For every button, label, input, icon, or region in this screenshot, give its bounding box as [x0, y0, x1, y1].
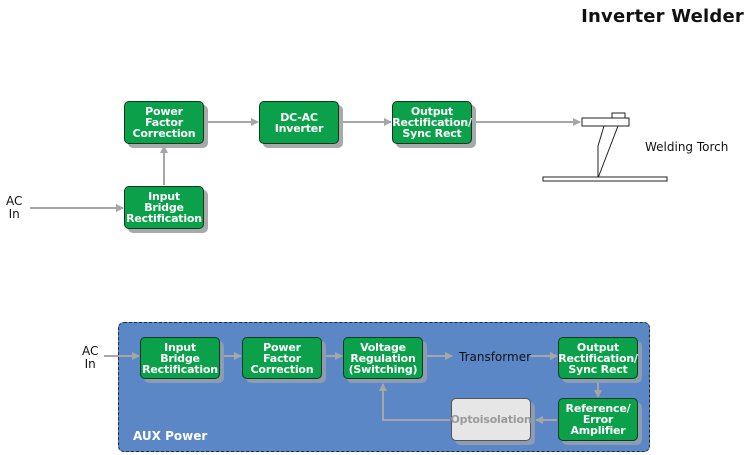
reference-error-amplifier-block[interactable]: Reference/ Error Amplifier	[558, 398, 638, 441]
aux-input-bridge-block[interactable]: Input Bridge Rectification	[140, 337, 220, 379]
aux-ac-in-label: AC In	[82, 344, 99, 371]
transformer-label: Transformer	[459, 350, 532, 364]
ac-in-label: AC In	[6, 194, 23, 221]
diagram-title: Inverter Welder	[581, 6, 744, 27]
input-bridge-block[interactable]: Input Bridge Rectification	[124, 186, 204, 229]
dcac-inverter-block[interactable]: DC-AC Inverter	[259, 101, 339, 144]
arrow-opto-to-vreg	[379, 383, 450, 421]
optoisolation-block[interactable]: Optoisolation	[451, 398, 532, 441]
pfc-block[interactable]: Power Factor Correction	[124, 101, 204, 144]
welding-torch-icon	[542, 112, 668, 182]
welding-torch-label: Welding Torch	[645, 140, 729, 154]
aux-voltage-regulation-block[interactable]: Voltage Regulation (Switching)	[343, 337, 423, 379]
output-rectification-block[interactable]: Output Rectification/ Sync Rect	[392, 101, 472, 144]
aux-pfc-block[interactable]: Power Factor Correction	[242, 337, 322, 379]
aux-output-rectification-block[interactable]: Output Rectification/ Sync Rect	[558, 337, 638, 379]
aux-power-label: AUX Power	[133, 429, 208, 443]
